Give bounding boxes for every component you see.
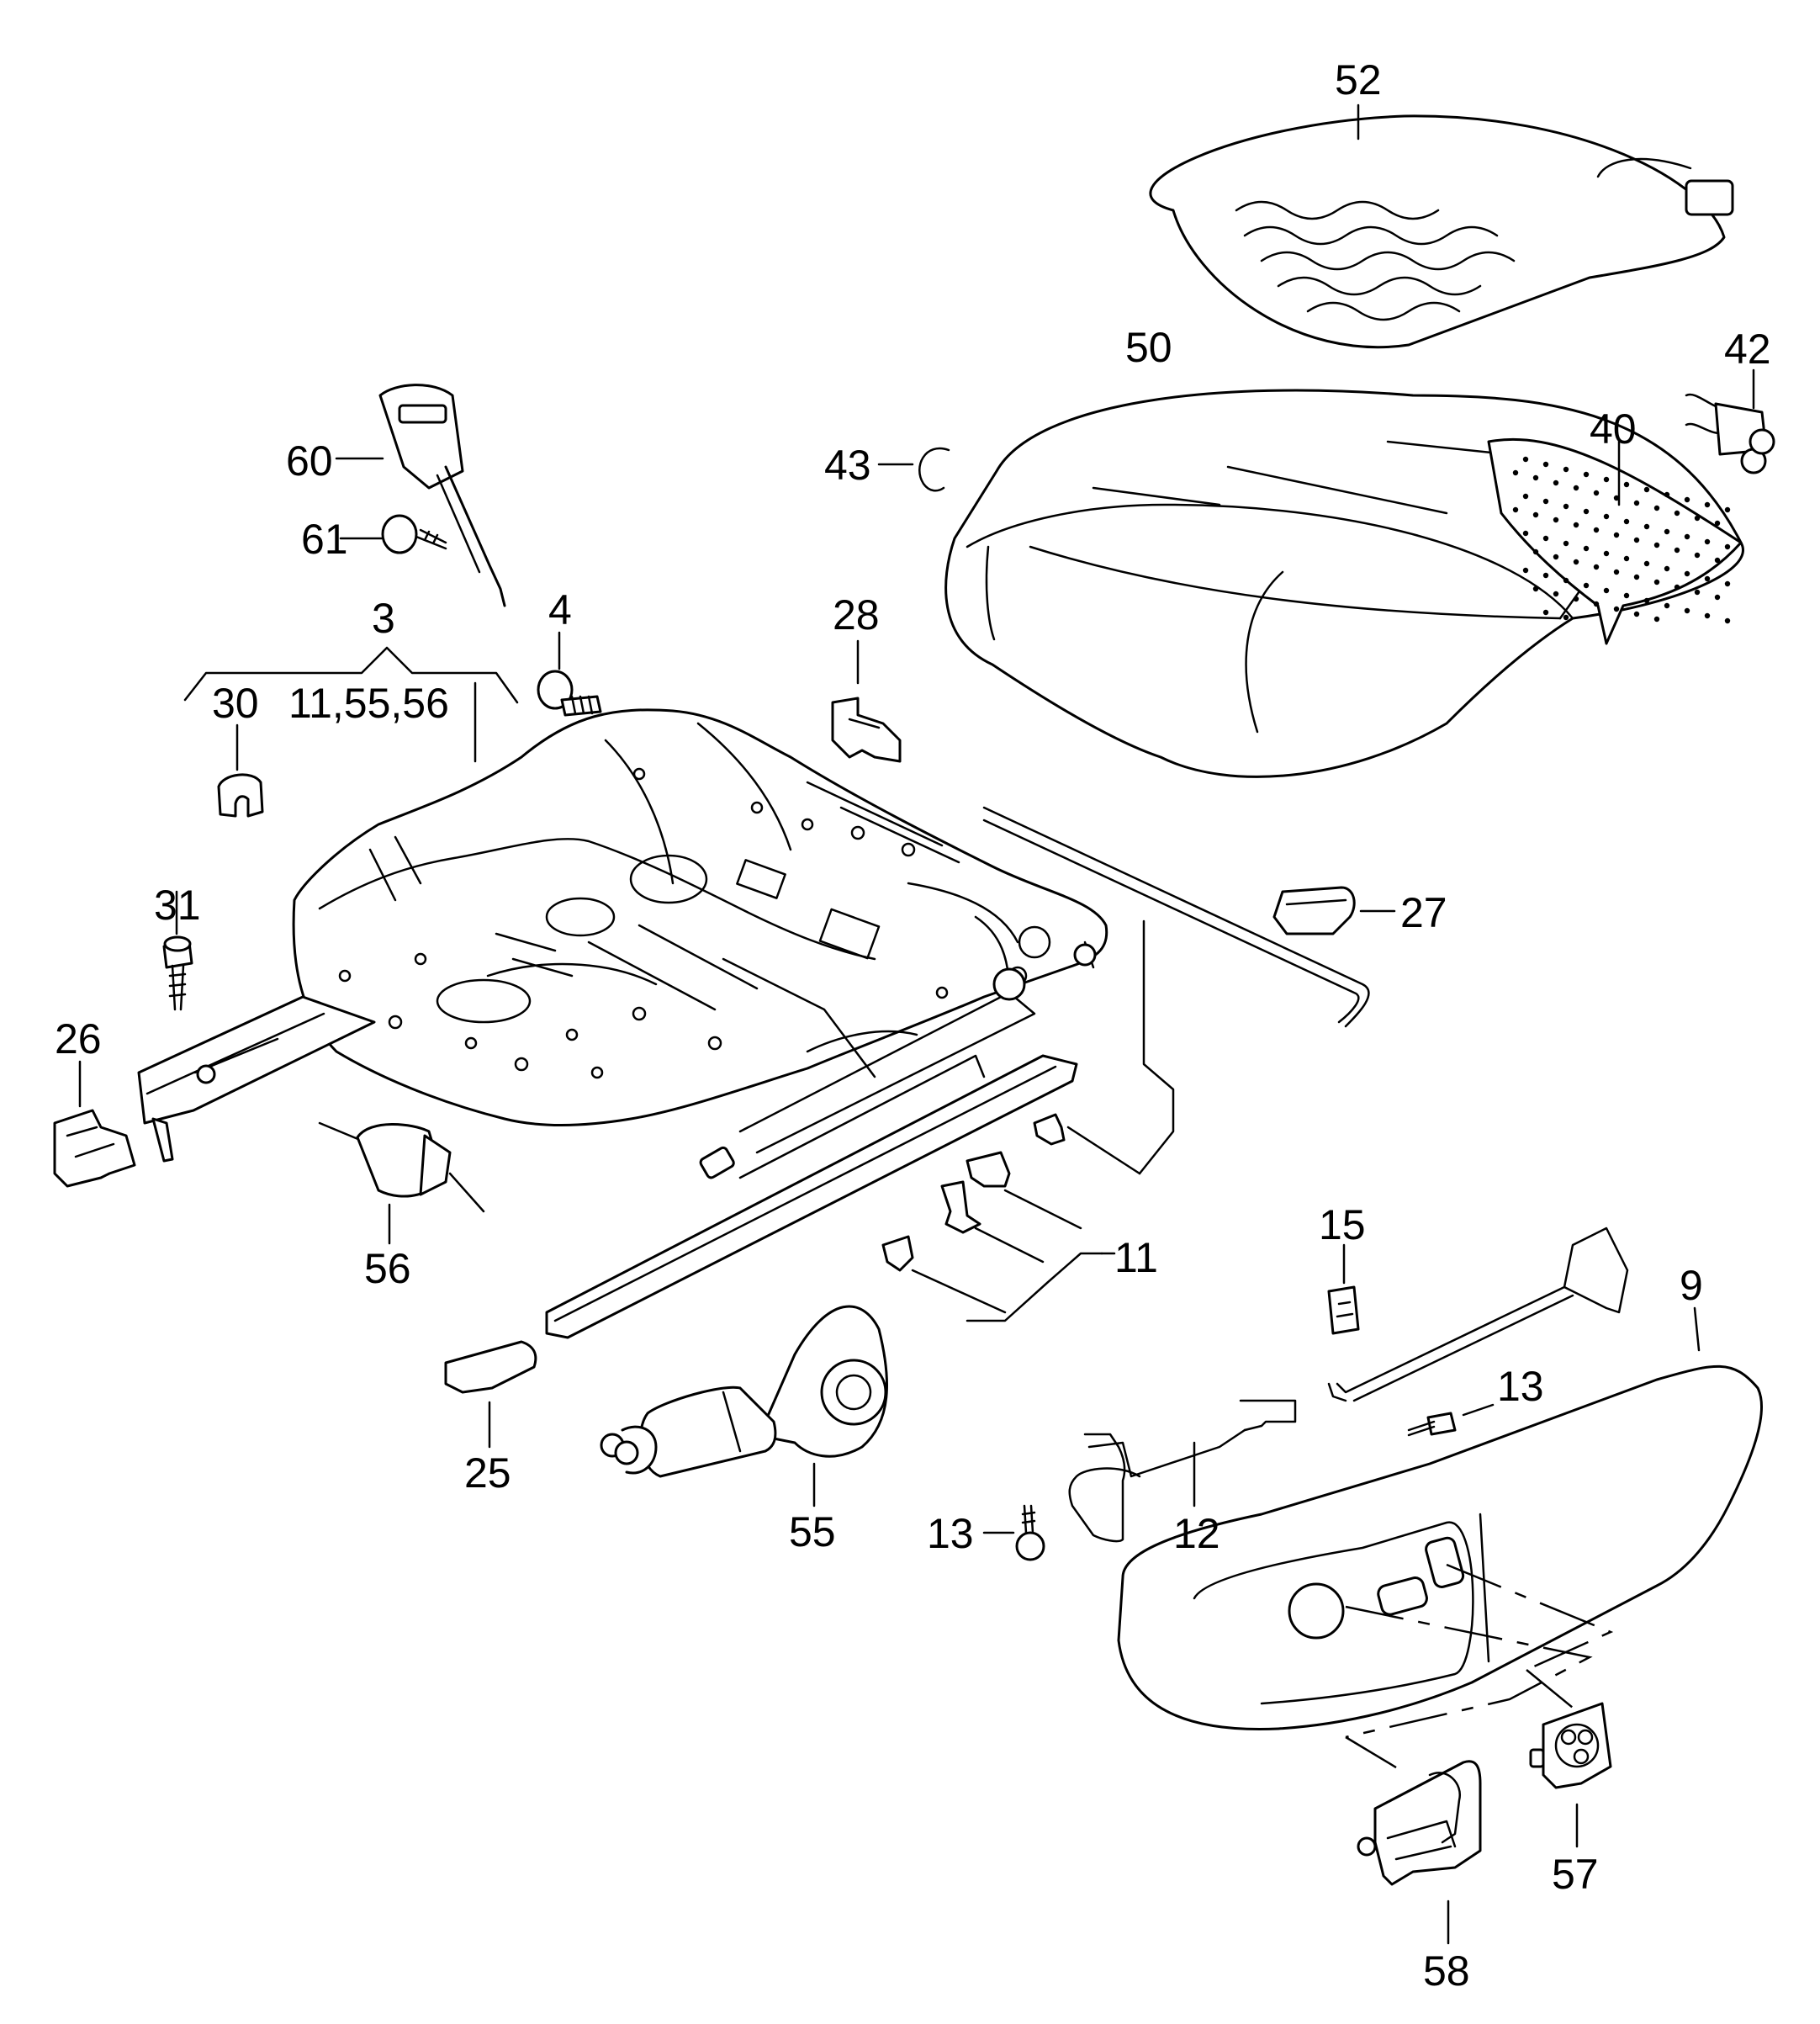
label-31: 31 (154, 882, 201, 929)
label-56: 56 (364, 1245, 411, 1292)
part-43-clip[interactable] (877, 447, 950, 492)
part-27-clip[interactable] (1272, 886, 1396, 935)
part-31-bolt[interactable] (162, 890, 193, 1011)
label-11-55-56: 11,55,56 (288, 680, 449, 727)
label-57: 57 (1552, 1851, 1599, 1898)
label-58: 58 (1423, 1947, 1470, 1995)
part-13-screw-b[interactable] (982, 1504, 1045, 1561)
part-13-screw-a[interactable] (1407, 1403, 1495, 1437)
part-57-switch[interactable] (1529, 1702, 1612, 1848)
wire-strip[interactable] (982, 806, 1370, 1028)
part-11-plugs[interactable] (881, 919, 1175, 1322)
label-9: 9 (1680, 1262, 1703, 1309)
label-61: 61 (301, 516, 348, 563)
label-27: 27 (1400, 889, 1447, 936)
part-12-upper-lever[interactable] (1327, 1227, 1629, 1402)
label-15: 15 (1319, 1201, 1366, 1248)
part-60-belt-buckle[interactable] (335, 384, 506, 607)
part-42-connector[interactable] (1685, 368, 1775, 474)
label-3: 3 (372, 595, 395, 642)
label-42: 42 (1724, 326, 1771, 373)
label-11: 11 (1114, 1234, 1158, 1281)
part-40-padding[interactable] (1487, 437, 1743, 645)
switch-guides (1345, 1563, 1614, 1777)
group-3-bracket (183, 646, 519, 763)
seat-rail-left[interactable] (137, 995, 376, 1163)
part-58-switch[interactable] (1357, 1760, 1482, 1945)
part-11-seat-frame[interactable] (292, 708, 1108, 1126)
label-60: 60 (286, 437, 333, 485)
label-13-a: 13 (1497, 1363, 1544, 1410)
label-40: 40 (1590, 405, 1637, 453)
frame-holes (338, 767, 949, 1079)
label-50: 50 (1125, 324, 1172, 371)
part-61-bolt[interactable] (339, 514, 447, 554)
label-26: 26 (55, 1015, 102, 1062)
label-43: 43 (824, 442, 871, 489)
label-13-b: 13 (927, 1510, 974, 1557)
part-25-clip[interactable] (444, 1340, 537, 1449)
label-28: 28 (833, 591, 880, 638)
part-12-lever-handle[interactable] (1068, 1399, 1297, 1543)
label-4: 4 (548, 586, 572, 633)
part-55-motor[interactable] (600, 1305, 889, 1507)
seat-rail-right[interactable] (545, 943, 1097, 1339)
part-4-bolt[interactable] (537, 631, 602, 717)
padding-dots (1512, 456, 1731, 624)
part-15-clip[interactable] (1327, 1243, 1360, 1335)
part-labels: 52 50 42 40 43 60 61 3 4 28 30 11,55,56 … (55, 56, 1771, 1995)
label-55: 55 (789, 1508, 836, 1555)
label-52: 52 (1335, 56, 1382, 103)
label-12: 12 (1173, 1510, 1220, 1557)
label-25: 25 (464, 1449, 511, 1497)
label-30: 30 (212, 680, 259, 727)
part-56-sensor[interactable] (318, 1121, 485, 1245)
part-26-clip[interactable] (53, 1060, 136, 1188)
part-52-heating-pad[interactable] (1149, 103, 1734, 349)
part-28-clip[interactable] (831, 639, 902, 763)
part-30-clip[interactable] (217, 723, 264, 818)
